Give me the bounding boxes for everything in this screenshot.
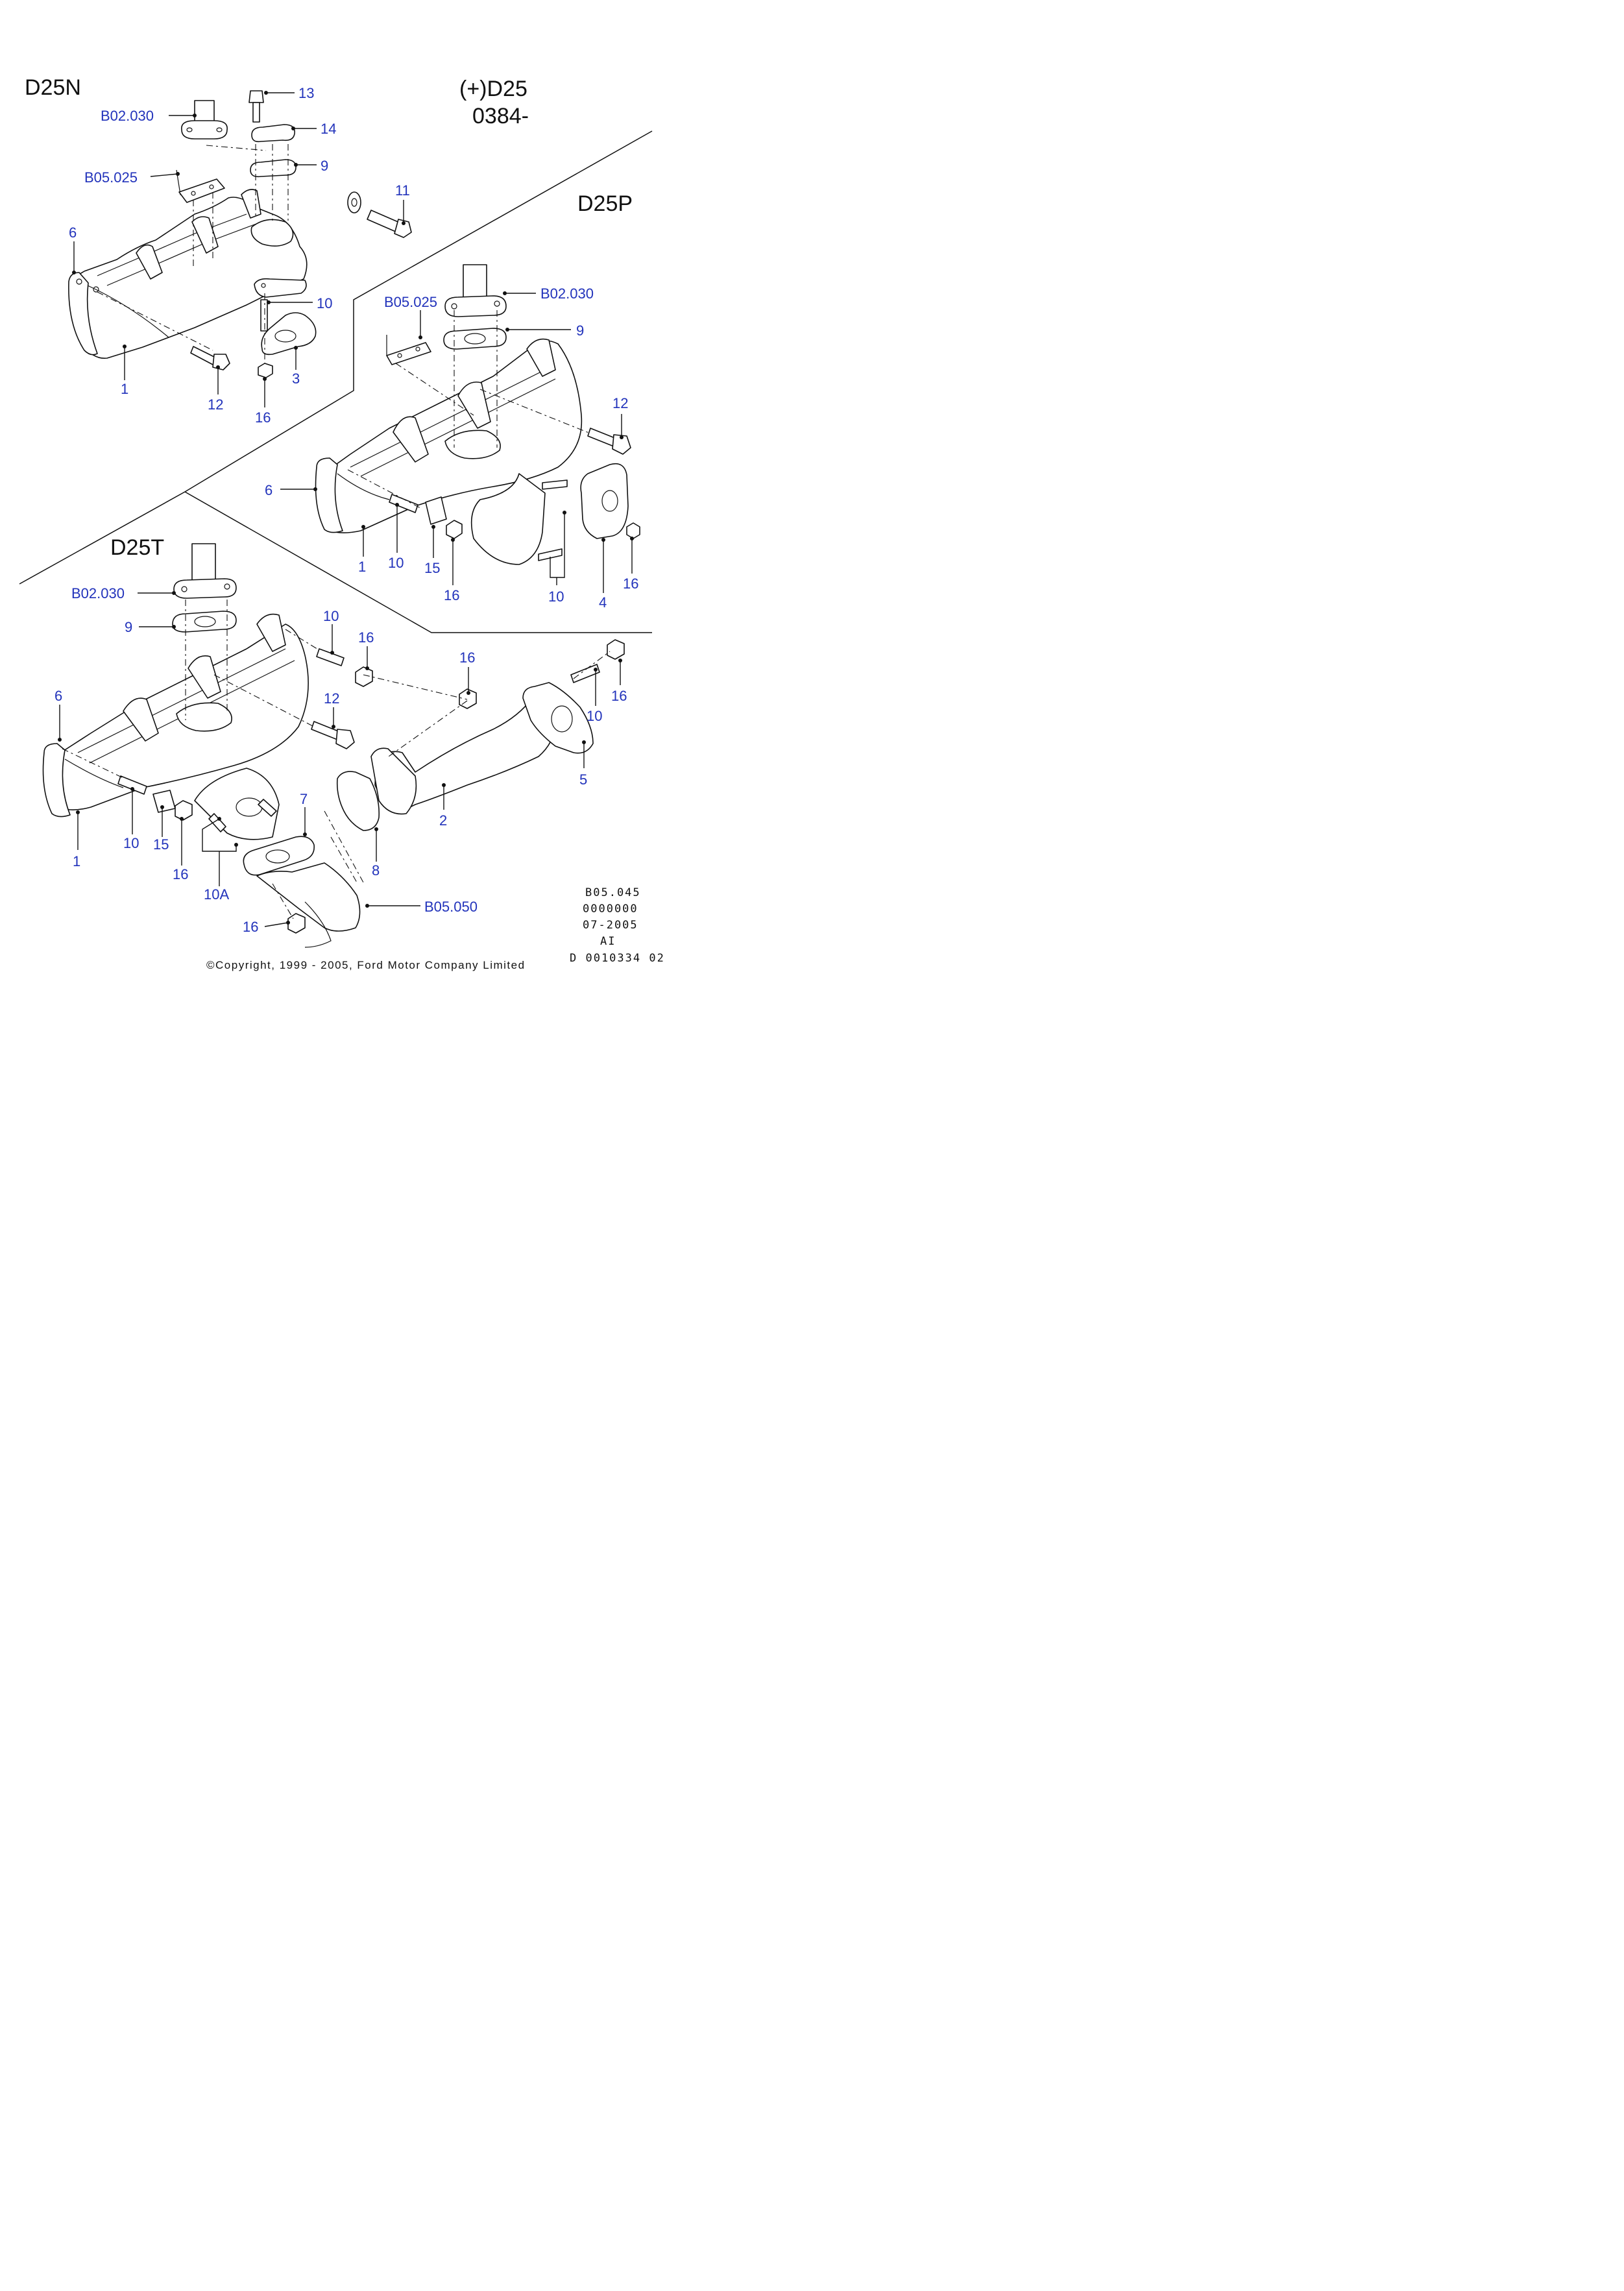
section-dividers — [19, 130, 653, 633]
d25n-manifold — [68, 189, 308, 359]
callout-d25n-1: 1 — [121, 381, 128, 397]
callout-d25p-4: 4 — [599, 594, 607, 611]
d25t-pipe-2 — [370, 697, 557, 815]
callout-d25n-12: 12 — [208, 396, 223, 413]
callout-d25n-11: 11 — [395, 182, 410, 199]
d25t-elbow-b05050 — [256, 862, 361, 932]
section-title-d25t: D25T — [110, 535, 164, 560]
section-title-d25-variant: (+)D25 — [459, 77, 527, 101]
callout-d25t-10-stud: 10 — [323, 608, 339, 624]
d25p-nut-16b — [626, 522, 640, 539]
d25t-gasket-7 — [243, 836, 315, 876]
exploded-parts-diagram: D25N (+)D25 0384- D25P D25T — [19, 75, 665, 971]
d25p-plate-4 — [580, 463, 629, 539]
callout-d25p-b05025: B05.025 — [384, 294, 437, 310]
d25p-flange — [444, 295, 507, 317]
callout-d25t-10-stud-lower: 10 — [123, 835, 139, 851]
callout-d25t-10A: 10A — [204, 886, 229, 903]
callout-d25t-6: 6 — [55, 688, 62, 704]
drawing-info-block: B05.045 0000000 07-2005 AI D 0010334 02 — [570, 886, 665, 965]
d25p-sleeve-15 — [425, 496, 447, 525]
callout-d25t-16-manifold-nut: 16 — [173, 866, 188, 882]
d25t-gasket-8 — [336, 771, 380, 831]
callout-d25t-b02030: B02.030 — [71, 585, 125, 601]
d25t-flange-5 — [522, 682, 594, 754]
d25t-flange — [173, 578, 237, 599]
callout-d25t-16-elbow-nut: 16 — [243, 919, 258, 935]
d25n-bolt-13 — [248, 90, 264, 123]
callout-d25p-16-nut: 16 — [444, 587, 459, 603]
d25n-assembly — [68, 90, 412, 378]
section-title-d25n: D25N — [25, 75, 81, 100]
info-line-3: 07-2005 — [583, 919, 638, 932]
d25t-studs-10 — [117, 648, 600, 832]
d25p-bolt-12 — [587, 428, 631, 455]
d25p-bracket — [386, 335, 431, 365]
callout-d25p-15: 15 — [424, 560, 440, 576]
callout-d25t-8: 8 — [372, 862, 380, 879]
info-line-4: AI — [600, 935, 616, 948]
callout-d25p-6: 6 — [265, 482, 273, 498]
d25p-assembly — [315, 264, 640, 565]
d25t-bolt-12 — [311, 721, 355, 749]
copyright-notice: ©Copyright, 1999 - 2005, Ford Motor Comp… — [206, 959, 526, 971]
callout-d25t-5: 5 — [579, 771, 587, 788]
callout-d25t-b05050: B05.050 — [424, 899, 478, 915]
d25n-bolt-12 — [190, 346, 230, 370]
callout-d25t-15: 15 — [153, 836, 169, 853]
d25p-studs-10 — [389, 479, 568, 561]
info-line-2: 0000000 — [583, 903, 638, 915]
callout-d25p-1: 1 — [358, 559, 366, 575]
info-line-1: B05.045 — [585, 886, 641, 899]
d25t-nut-16c — [607, 639, 625, 660]
d25n-nut-16 — [258, 363, 273, 378]
callout-d25n-14: 14 — [321, 121, 336, 137]
callout-d25t-7: 7 — [300, 791, 308, 807]
d25t-nut-16a — [355, 666, 373, 687]
d25t-sleeve-15 — [152, 790, 176, 813]
d25t-nut-16d — [175, 800, 193, 821]
d25n-stud-10 — [260, 299, 268, 332]
callout-d25t-10-flange-stud: 10 — [587, 708, 602, 724]
d25n-gasket-14 — [251, 124, 295, 143]
callout-d25n-6: 6 — [69, 224, 77, 241]
section-title-d25p: D25P — [577, 191, 633, 216]
callout-d25n-10: 10 — [317, 295, 332, 311]
d25p-nut-16a — [446, 520, 463, 539]
d25n-gasket-9 — [250, 159, 297, 178]
callout-d25t-12: 12 — [324, 690, 339, 707]
section-title-d25-serial: 0384- — [472, 104, 529, 128]
callout-d25p-10-studs: 10 — [548, 588, 564, 605]
callout-d25n-13: 13 — [298, 85, 314, 101]
d25n-bolt-11 — [347, 191, 412, 238]
callout-d25n-16: 16 — [255, 409, 271, 426]
d25t-gasket-9 — [172, 611, 237, 633]
d25n-gasket-3 — [261, 312, 317, 356]
d25p-gasket-9 — [443, 328, 507, 350]
d25n-bracket — [176, 169, 225, 203]
callout-leaders — [58, 91, 634, 927]
callout-d25n-3: 3 — [292, 370, 300, 387]
callout-d25t-9: 9 — [125, 619, 132, 635]
d25p-manifold — [315, 338, 583, 565]
d25t-nut-16e — [287, 913, 306, 934]
callout-d25n-b05025: B05.025 — [84, 169, 138, 186]
callout-d25n-9: 9 — [321, 158, 328, 174]
d25t-assembly — [42, 543, 625, 948]
callout-d25p-16-plate-nut: 16 — [623, 576, 638, 592]
callout-d25t-1: 1 — [73, 853, 80, 869]
callout-d25t-16-pipe-nut: 16 — [459, 649, 475, 666]
callout-d25t-16-nut: 16 — [358, 629, 374, 646]
callout-d25p-9: 9 — [576, 322, 584, 339]
callout-d25p-12: 12 — [612, 395, 628, 411]
info-line-5: D 0010334 02 — [570, 952, 665, 965]
callout-d25p-10-stud: 10 — [388, 555, 404, 571]
callout-d25t-16-flange-nut: 16 — [611, 688, 627, 704]
callout-d25p-b02030: B02.030 — [540, 285, 594, 302]
d25n-pipe-flange — [181, 100, 228, 139]
callout-d25n-b02030: B02.030 — [101, 108, 154, 124]
d25t-elbow-tail — [304, 901, 332, 948]
callout-d25t-2: 2 — [439, 812, 447, 829]
